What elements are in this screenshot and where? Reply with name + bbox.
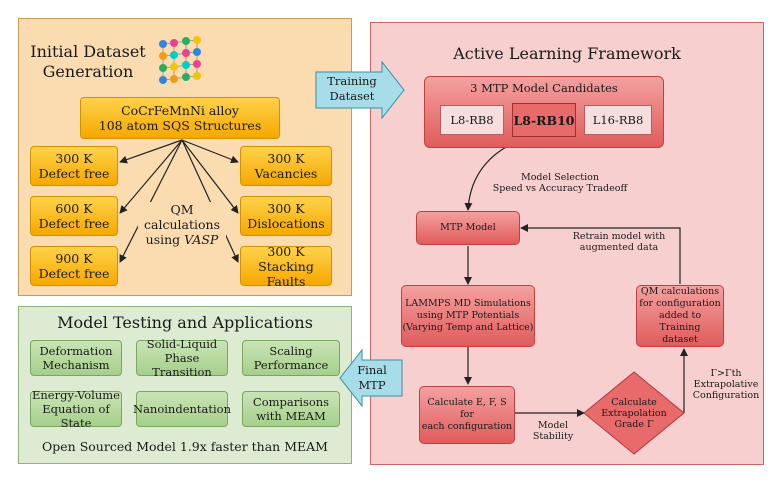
comparisons-meam-box: Comparisons with MEAM — [242, 391, 340, 427]
defect-label: Vacancies — [254, 166, 318, 181]
open-source-footer: Open Sourced Model 1.9x faster than MEAM — [42, 439, 328, 454]
alloy-line: CoCrFeMnNi alloy — [121, 103, 239, 118]
note-line: augmented data — [579, 242, 659, 253]
box-line: for configuration — [639, 298, 721, 309]
phase-transition-box: Solid-Liquid Phase Transition — [136, 337, 228, 379]
note-line: Extrapolation — [601, 408, 667, 419]
training-dataset-label: Training Dataset — [322, 74, 382, 104]
box-line: Calculate E, F, S for — [427, 397, 507, 420]
box-line: Comparisons — [252, 395, 330, 409]
defect-label: Defect free — [38, 166, 110, 181]
box-line: Performance — [253, 358, 329, 372]
defect-free-900k-box: 900 K Defect free — [30, 246, 118, 286]
note-line: Speed vs Accuracy Tradeoff — [492, 183, 628, 194]
defect-free-300k-box: 300 K Defect free — [30, 146, 118, 186]
flow-arrows — [464, 136, 688, 417]
arrow-line: MTP — [358, 378, 386, 392]
candidate-l8-rb8: L8-RB8 — [440, 105, 504, 135]
box-line: Energy-Volume — [32, 388, 120, 402]
temp-label: 300 K — [267, 151, 305, 166]
final-mtp-label: Final MTP — [350, 363, 394, 393]
box-line: using MTP Potentials — [416, 310, 520, 321]
qm-line: calculations — [144, 217, 220, 232]
note-line: Extrapolative — [693, 379, 759, 390]
box-line: (Varying Temp and Lattice) — [402, 322, 534, 333]
title-line: Generation — [42, 62, 134, 81]
box-line: Phase Transition — [152, 351, 212, 379]
candidate-l16-rb8: L16-RB8 — [584, 105, 652, 135]
arrow-line: Final — [357, 363, 387, 377]
initial-dataset-title: Initial Dataset Generation — [28, 42, 148, 82]
vacancies-box: 300 K Vacancies — [240, 146, 332, 186]
model-testing-panel — [18, 306, 352, 464]
box-line: Deformation — [39, 344, 113, 358]
box-line: Nanoindentation — [133, 402, 232, 416]
deformation-mechanism-box: Deformation Mechanism — [30, 340, 122, 376]
retrain-note: Retrain model with augmented data — [560, 231, 678, 253]
box-line: QM calculations — [640, 286, 720, 297]
qm-line: QM — [170, 202, 194, 217]
note-line: Configuration — [692, 390, 760, 401]
qm-calculations-label: QM calculations using VASP — [138, 202, 226, 247]
arrow-line: Dataset — [329, 89, 375, 103]
qm-line: using VASP — [138, 232, 226, 247]
qm-prefix: using — [145, 232, 185, 247]
note-line: Retrain model with — [572, 231, 666, 242]
extrapolation-grade-label: Calculate Extrapolation Grade Γ — [596, 397, 672, 430]
extrapolation-grade-diamond — [583, 371, 685, 455]
temp-label: 600 K — [55, 201, 93, 216]
lammps-simulation-box: LAMMPS MD Simulations using MTP Potentia… — [401, 285, 535, 347]
note-line: Model — [537, 420, 569, 431]
temp-label: 300 K — [267, 201, 305, 216]
note-line: Calculate — [611, 397, 657, 408]
defect-label: Defect free — [38, 216, 110, 231]
note-line: Model Selection — [520, 172, 599, 183]
active-learning-title: Active Learning Framework — [453, 44, 681, 63]
model-testing-title: Model Testing and Applications — [57, 313, 313, 332]
defect-label: Defect free — [38, 266, 110, 281]
extrapolative-note: Γ>Γth Extrapolative Configuration — [690, 368, 762, 401]
qm-configuration-box: QM calculations for configuration added … — [636, 285, 724, 347]
defect-label: Dislocations — [247, 216, 325, 231]
title-line: Initial Dataset — [30, 42, 146, 61]
box-line: Equation of State — [42, 402, 110, 430]
note-line: Stability — [532, 431, 574, 442]
crystal-structure-icon — [159, 36, 201, 84]
temp-label: 300 K — [55, 151, 93, 166]
temp-label: 900 K — [55, 251, 93, 266]
training-dataset-arrow — [315, 60, 405, 120]
scaling-performance-box: Scaling Performance — [242, 340, 340, 376]
threshold-label: Γ>Γth — [710, 368, 742, 379]
vasp-label: VASP — [184, 232, 219, 247]
temp-label: 300 K — [267, 243, 305, 259]
mtp-model-box: MTP Model — [416, 211, 520, 245]
arrow-line: Training — [327, 74, 377, 88]
box-line: dataset — [662, 334, 698, 345]
alloy-structures-box: CoCrFeMnNi alloy 108 atom SQS Structures — [80, 97, 280, 139]
final-mtp-arrow — [339, 348, 403, 408]
box-line: added to Training — [658, 310, 702, 333]
box-line: Solid-Liquid — [146, 337, 218, 351]
calculate-efs-box: Calculate E, F, S for each configuration — [419, 386, 515, 444]
dislocations-box: 300 K Dislocations — [240, 196, 332, 236]
stacking-faults-box: 300 K Stacking Faults — [240, 243, 332, 289]
box-line: LAMMPS MD Simulations — [405, 298, 531, 309]
candidates-title: 3 MTP Model Candidates — [470, 81, 618, 95]
nanoindentation-box: Nanoindentation — [133, 391, 232, 427]
note-line: Grade Γ — [614, 419, 654, 430]
defect-free-600k-box: 600 K Defect free — [30, 196, 118, 236]
defect-label: Stacking Faults — [258, 258, 314, 289]
model-selection-note: Model Selection Speed vs Accuracy Tradeo… — [486, 172, 634, 194]
box-line: each configuration — [421, 421, 513, 432]
equation-of-state-box: Energy-Volume Equation of State — [30, 388, 122, 430]
box-line: with MEAM — [256, 409, 326, 423]
model-stability-note: Model Stability — [524, 420, 582, 442]
fan-out-arrows — [119, 139, 239, 263]
candidate-l8-rb10: L8-RB10 — [512, 103, 576, 137]
box-line: Mechanism — [42, 358, 110, 372]
box-line: Scaling — [269, 344, 313, 358]
alloy-line: 108 atom SQS Structures — [98, 118, 262, 133]
